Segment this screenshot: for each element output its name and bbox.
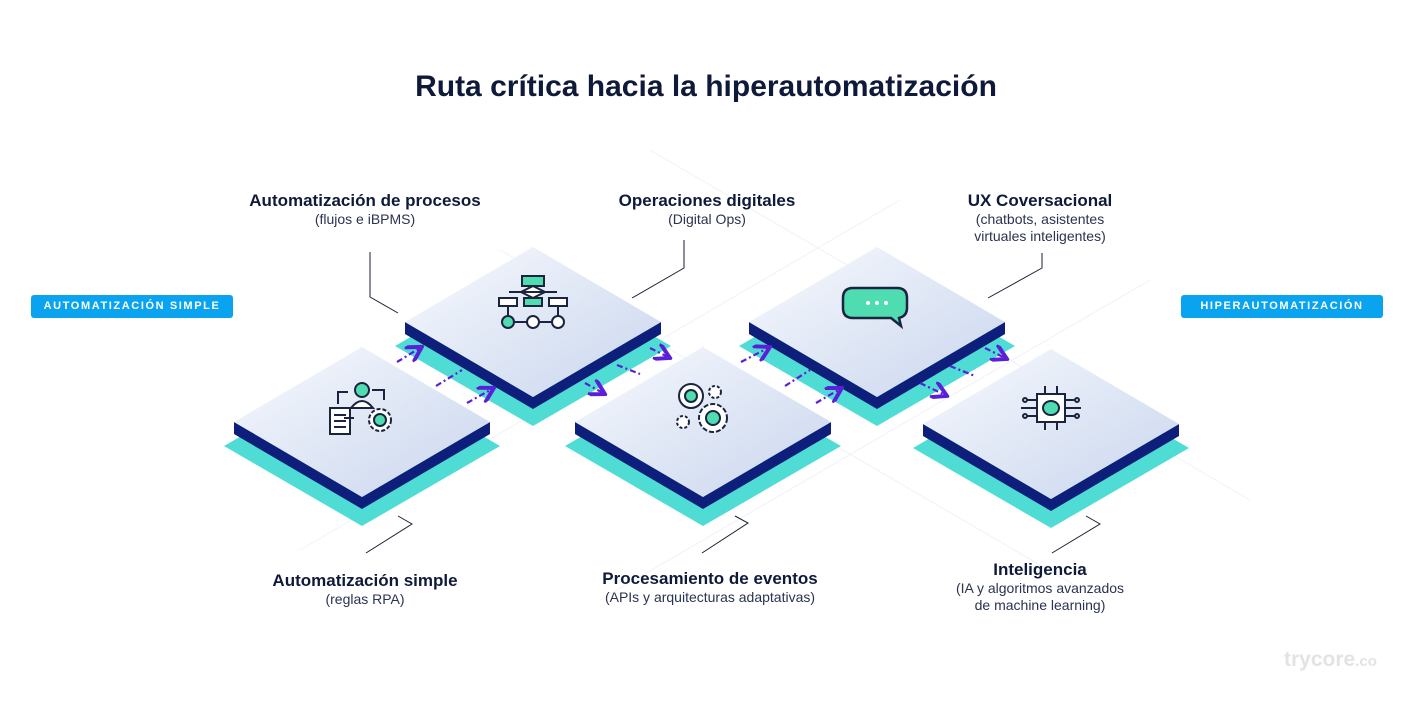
stage-subtitle: (reglas RPA) — [325, 591, 405, 607]
leader-lines — [365, 240, 1101, 554]
leader-line — [365, 515, 413, 554]
stage-title: Operaciones digitales — [618, 191, 796, 210]
leader-line — [631, 240, 685, 299]
flow-dash — [949, 364, 976, 378]
flow-arrow — [466, 389, 492, 404]
flow-arrow — [396, 348, 420, 363]
stage-subtitle: (APIs y arquitecturas adaptativas) — [604, 589, 816, 605]
rpa-icon — [329, 382, 392, 435]
flow-arrow — [584, 383, 603, 393]
gears-icon — [676, 383, 728, 433]
label-stage-6: Inteligencia (IA y algoritmos avanzados … — [880, 559, 1200, 614]
stage-title: Automatización de procesos — [249, 191, 481, 210]
badge-end: HIPERAUTOMATIZACIÓN — [1181, 295, 1383, 318]
stage-title: Inteligencia — [993, 560, 1087, 579]
stage-subtitle: (Digital Ops) — [668, 211, 746, 227]
flow-arrow — [649, 348, 668, 357]
flowchart-icon — [498, 275, 568, 329]
ai-chip-icon — [1021, 386, 1081, 430]
label-stage-5: UX Coversacional (chatbots, asistentes v… — [880, 190, 1200, 245]
flow-arrow — [815, 389, 840, 404]
label-stage-2: Automatización de procesos (flujos e iBP… — [205, 190, 525, 228]
leader-line — [1051, 515, 1101, 554]
stage-tile — [565, 347, 841, 526]
page-title: Ruta crítica hacia la hiperautomatizació… — [415, 70, 997, 103]
flow-arrows — [396, 348, 1005, 404]
flow-dash — [435, 369, 463, 387]
flow-arrow — [984, 348, 1005, 358]
stage-title: Automatización simple — [272, 571, 458, 590]
label-stage-1: Automatización simple (reglas RPA) — [205, 570, 525, 608]
tile-top — [923, 349, 1179, 499]
stage-title: UX Coversacional — [967, 191, 1113, 210]
flow-arrow — [740, 348, 768, 363]
tile-top — [749, 247, 1005, 397]
leader-line — [987, 253, 1043, 299]
leader-line — [369, 252, 399, 314]
chat-bubble-icon — [841, 286, 909, 330]
stage-subtitle: virtuales inteligentes) — [974, 228, 1106, 244]
badge-start: AUTOMATIZACIÓN SIMPLE — [31, 295, 233, 318]
label-stage-3: Procesamiento de eventos (APIs y arquite… — [550, 568, 870, 606]
flow-arrow — [919, 383, 945, 395]
stage-tile — [913, 349, 1189, 528]
trycore-logo: trycore.co — [1284, 648, 1377, 671]
flow-dash — [616, 363, 641, 376]
leader-line — [701, 515, 749, 554]
stage-title: Procesamiento de eventos — [602, 569, 818, 588]
stage-subtitle: (flujos e iBPMS) — [314, 211, 416, 227]
flow-dash — [784, 369, 811, 387]
label-stage-4: Operaciones digitales (Digital Ops) — [547, 190, 867, 228]
stage-tile — [224, 347, 500, 526]
stage-subtitle: de machine learning) — [974, 597, 1106, 613]
tile-top — [234, 347, 490, 497]
stage-subtitle: (IA y algoritmos avanzados — [955, 580, 1125, 596]
stage-subtitle: (chatbots, asistentes — [975, 211, 1105, 227]
